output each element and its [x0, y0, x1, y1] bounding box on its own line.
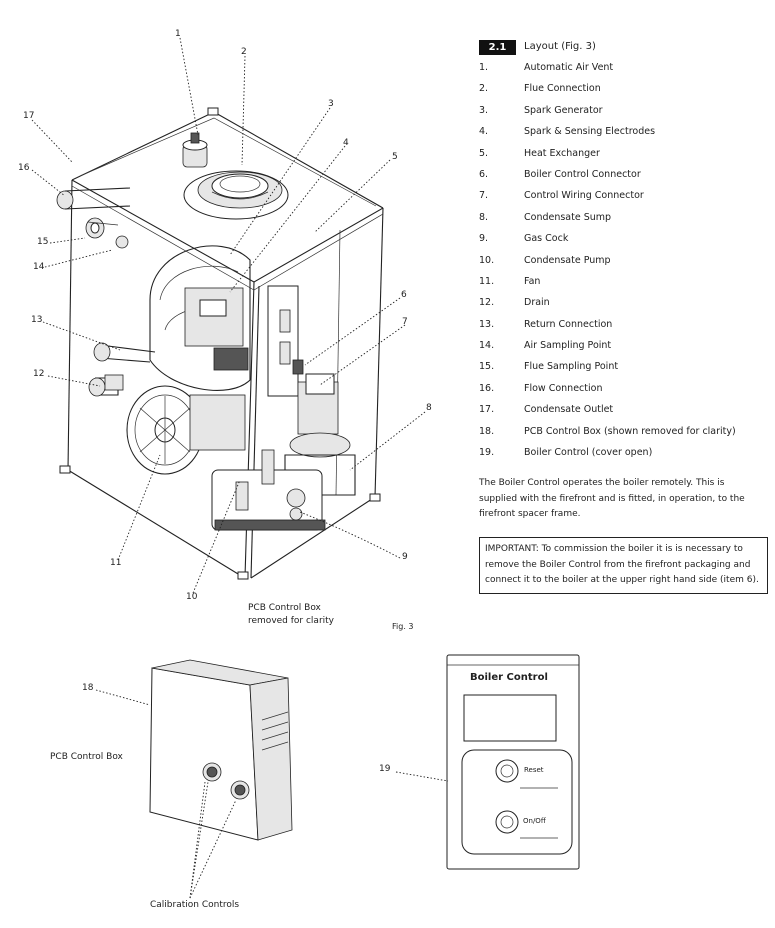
legend-num: 1.: [479, 62, 489, 73]
condensate-sump-drawing: [211, 432, 356, 531]
control-connectors-drawing: [267, 285, 339, 435]
legend-text: Flue Sampling Point: [524, 361, 619, 373]
legend-text: Boiler Control Connector: [524, 168, 641, 180]
callout-1: 1: [175, 29, 181, 39]
legend-text: Condensate Outlet: [524, 404, 614, 416]
description-paragraph: The Boiler Control operates the boiler r…: [479, 478, 745, 519]
callout-8: 8: [426, 403, 432, 413]
legend-text: Return Connection: [524, 318, 613, 330]
legend-num: 15.: [479, 361, 495, 373]
legend-num: 19.: [479, 447, 495, 459]
callout-3: 3: [328, 99, 334, 109]
boiler-control-title: Boiler Control: [470, 672, 548, 683]
onoff-label: On/Off: [523, 817, 546, 825]
callout-6: 6: [401, 290, 407, 300]
callout-leaders: [31, 37, 426, 594]
calibration-controls-label: Calibration Controls: [150, 900, 240, 910]
legend-num: 18.: [479, 425, 495, 437]
legend-text: Heat Exchanger: [524, 147, 600, 159]
section-title-text: Layout: [524, 41, 558, 52]
callout-11: 11: [110, 558, 122, 568]
legend-text: Drain: [524, 297, 550, 309]
legend-num: 7.: [479, 190, 489, 202]
callout-19: 19: [379, 764, 391, 774]
legend-num: 4.: [479, 126, 489, 138]
legend-num: 17.: [479, 404, 495, 416]
callout-5: 5: [392, 152, 398, 162]
legend-text: Control Wiring Connector: [524, 190, 644, 202]
legend-num: 8.: [479, 211, 489, 223]
section-title: Layout (Fig. 3): [524, 41, 596, 52]
legend-num: 5.: [479, 147, 489, 159]
boiler-casing: [59, 107, 384, 580]
callout-7: 7: [402, 317, 408, 327]
legend-num: 16.: [479, 382, 495, 394]
legend-text: Spark & Sensing Electrodes: [524, 126, 656, 138]
pcb-control-box-drawing: [95, 659, 293, 899]
callout-14: 14: [33, 262, 45, 272]
pipework-drawing: [56, 187, 156, 397]
section-fig-ref: (Fig. 3): [561, 41, 596, 52]
legend-text: Boiler Control (cover open): [524, 447, 653, 459]
callout-2: 2: [241, 47, 247, 57]
figure-label: Fig. 3: [392, 622, 414, 631]
legend-num: 6.: [479, 168, 489, 180]
legend-text: Flue Connection: [524, 83, 601, 95]
callout-9: 9: [402, 552, 408, 562]
pcb-box-label: PCB Control Box: [50, 752, 123, 762]
legend-num: 10.: [479, 254, 495, 266]
legend-text: Gas Cock: [524, 233, 569, 245]
section-number: 2.1: [479, 40, 516, 55]
callout-12: 12: [33, 369, 45, 379]
legend-text: Fan: [524, 275, 541, 287]
legend-num: 12.: [479, 297, 495, 309]
flue-connection-drawing: [183, 170, 289, 220]
callout-4: 4: [343, 138, 349, 148]
legend-text: Air Sampling Point: [524, 340, 612, 352]
legend-num: 11.: [479, 275, 495, 287]
boiler-control-drawing: [395, 654, 580, 870]
callout-17: 17: [23, 111, 35, 121]
callout-16: 16: [18, 163, 30, 173]
legend-num: 3.: [479, 104, 489, 116]
pcb-caption-line1: PCB Control Box: [248, 603, 321, 613]
legend-text: Flow Connection: [524, 382, 603, 394]
callout-13: 13: [31, 315, 43, 325]
legend-text: Condensate Pump: [524, 254, 611, 266]
legend-text: Condensate Sump: [524, 211, 612, 223]
fan-drawing: [126, 385, 246, 475]
reset-label: Reset: [524, 766, 544, 774]
callout-10: 10: [186, 592, 198, 602]
pcb-caption-line2: removed for clarity: [248, 616, 335, 626]
legend-text: PCB Control Box (shown removed for clari…: [524, 425, 736, 437]
callout-15: 15: [37, 237, 49, 247]
important-notice: IMPORTANT: To commission the boiler it i…: [479, 537, 768, 594]
legend-num: 2.: [479, 83, 489, 95]
legend-num: 14.: [479, 340, 495, 352]
legend-num: 13.: [479, 318, 495, 330]
legend-text: Automatic Air Vent: [524, 62, 614, 73]
legend-num: 9.: [479, 233, 489, 245]
heat-exchanger-drawing: [149, 245, 251, 391]
legend-text: Spark Generator: [524, 104, 603, 116]
callout-18: 18: [82, 683, 94, 693]
air-vent-drawing: [182, 132, 208, 168]
